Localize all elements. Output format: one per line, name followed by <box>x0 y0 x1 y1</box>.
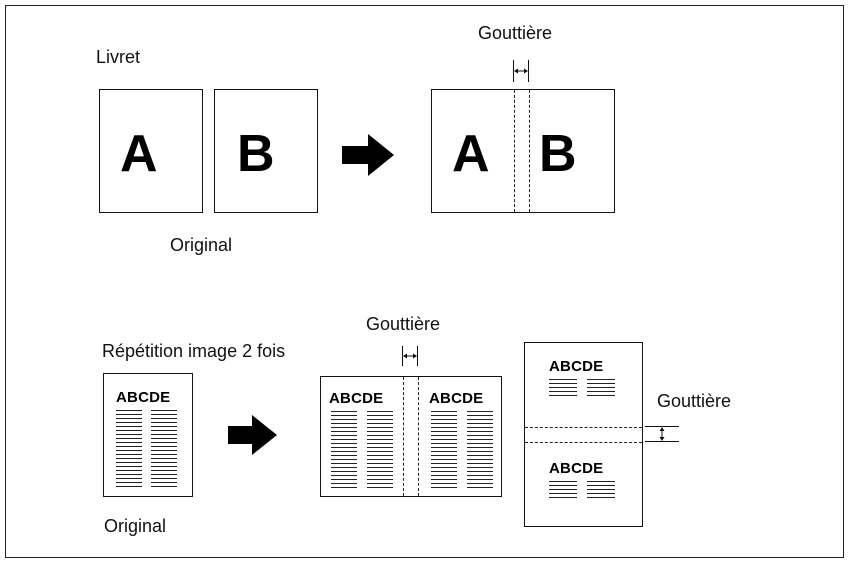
page-a-letter: A <box>120 125 158 183</box>
block-text: ABCDE <box>116 389 171 406</box>
top-original-label: Original <box>170 235 233 255</box>
text-column <box>587 379 615 399</box>
block-text: ABCDE <box>329 390 384 407</box>
text-column <box>151 410 177 490</box>
text-column <box>549 481 577 501</box>
original-page-a: A <box>99 89 203 213</box>
booklet-spread: A B <box>431 89 615 213</box>
text-column <box>431 411 457 491</box>
repeat-horizontal-spread: ABCDE ABCDE <box>320 376 502 497</box>
gutter-line-left <box>403 377 404 496</box>
bottom-gutter-label-center: Gouttière <box>366 314 441 334</box>
bottom-gutter-label-right: Gouttière <box>657 391 732 411</box>
gutter-line-bottom <box>525 442 642 443</box>
text-column <box>549 379 577 399</box>
text-column <box>116 410 142 490</box>
horizontal-double-arrow-icon <box>513 60 529 82</box>
spread-b-letter: B <box>539 125 577 183</box>
bottom-original-label: Original <box>104 516 167 536</box>
page-b-letter: B <box>237 125 275 183</box>
arrow-right-icon <box>228 415 277 455</box>
text-column <box>467 411 493 491</box>
original-page-b: B <box>214 89 318 213</box>
livret-label: Livret <box>96 47 141 67</box>
gutter-line-right <box>529 90 530 212</box>
spread-a-letter: A <box>452 125 490 183</box>
text-column <box>367 411 393 491</box>
text-column <box>587 481 615 501</box>
repeat-vertical-spread: ABCDE ABCDE <box>524 342 643 527</box>
gutter-line-right <box>418 377 419 496</box>
original-text-page: ABCDE <box>103 373 193 497</box>
block-text: ABCDE <box>549 460 604 477</box>
block-text: ABCDE <box>549 358 604 375</box>
diagram-frame <box>5 5 844 558</box>
gutter-line-top <box>525 427 642 428</box>
gutter-line-left <box>514 90 515 212</box>
top-gutter-label: Gouttière <box>478 23 553 43</box>
arrow-right-icon <box>342 134 394 176</box>
vertical-double-arrow-icon <box>645 426 679 442</box>
block-text: ABCDE <box>429 390 484 407</box>
horizontal-double-arrow-icon <box>402 346 418 366</box>
repeat-label: Répétition image 2 fois <box>102 341 286 361</box>
text-column <box>331 411 357 491</box>
